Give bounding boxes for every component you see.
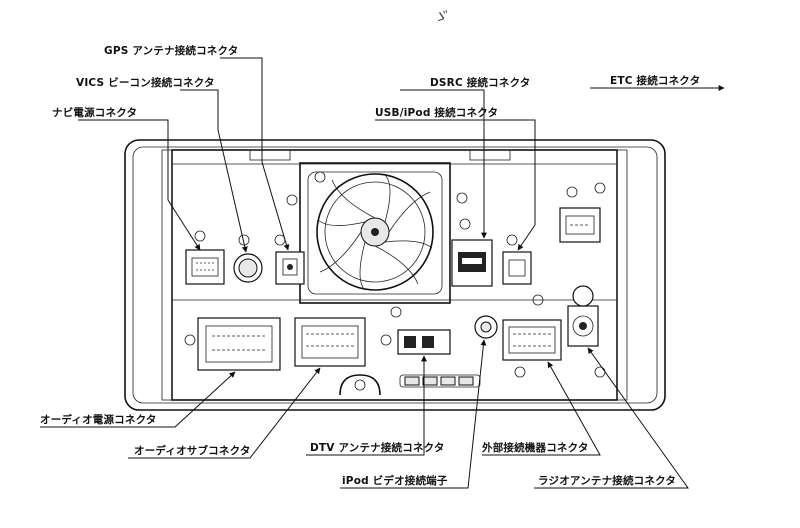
dsrc-connector (502, 251, 532, 285)
radio-antenna-connector (567, 285, 599, 347)
vics-connector (233, 253, 263, 283)
label-usb-ipod: USB/iPod 接続コネクタ (375, 106, 498, 119)
page-mark: ゞ (432, 7, 448, 26)
label-ipod-video: iPod ビデオ接続端子 (342, 474, 448, 487)
leader-lines (40, 57, 725, 489)
label-audio-power: オーディオ電源コネクタ (40, 413, 157, 426)
unit-body (124, 139, 666, 411)
label-dtv: DTV アンテナ接続コネクタ (310, 441, 445, 454)
cooling-fan (299, 162, 451, 304)
etc-connector (559, 207, 601, 243)
ipod-video-terminal (474, 315, 498, 339)
label-dsrc: DSRC 接続コネクタ (430, 76, 531, 89)
label-radio: ラジオアンテナ接続コネクタ (538, 474, 676, 487)
dtv-connector (397, 329, 451, 355)
label-group: GPS アンテナ接続コネクタ VICS ビーコン接続コネクタ ナビ電源コネクタ … (40, 44, 700, 487)
usb-ipod-connector (451, 239, 493, 287)
external-device-connector (502, 319, 562, 361)
audio-power-connector (197, 317, 281, 371)
label-navi-power: ナビ電源コネクタ (52, 106, 137, 119)
navi-power-connector (185, 249, 225, 285)
label-vics: VICS ビーコン接続コネクタ (76, 76, 215, 89)
gps-connector (275, 251, 305, 285)
label-gps: GPS アンテナ接続コネクタ (104, 44, 239, 57)
label-audio-sub: オーディオサブコネクタ (134, 444, 251, 457)
label-etc: ETC 接続コネクタ (610, 74, 700, 87)
audio-sub-connector (294, 317, 366, 367)
label-external: 外部接続機器コネクタ (481, 441, 589, 454)
